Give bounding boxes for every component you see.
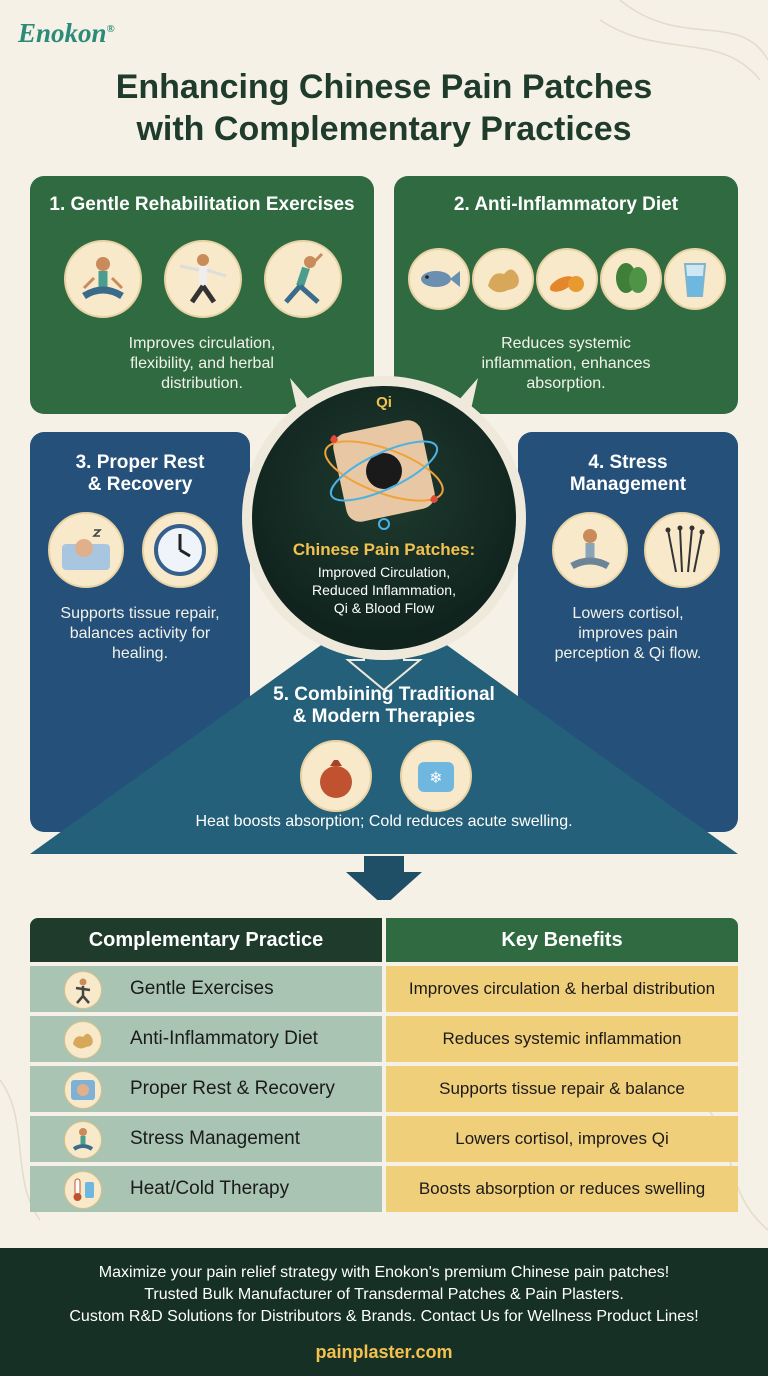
table-row: Gentle Exercises Improves circulation & … — [30, 966, 738, 1012]
benefit-label: Improves circulation & herbal distributi… — [386, 966, 738, 1012]
panel-anti-inflammatory-diet: 2. Anti-Inflammatory Diet Reduces system… — [394, 176, 738, 414]
footer-line: Maximize your pain relief strategy with … — [98, 1264, 670, 1281]
benefit-label: Reduces systemic inflammation — [386, 1016, 738, 1062]
panel-description: Improves circulation,flexibility, and he… — [128, 335, 276, 392]
page-title: Enhancing Chinese Pain Patches with Comp… — [115, 68, 653, 148]
table-row: Anti-Inflammatory Diet Reduces systemic … — [30, 1016, 738, 1062]
fish-icon — [408, 248, 470, 310]
brand-logo: Enokon® — [18, 18, 115, 48]
water-glass-icon — [664, 248, 726, 310]
spinach-icon — [600, 248, 662, 310]
benefit-label: Lowers cortisol, improves Qi — [386, 1116, 738, 1162]
benefits-table: Complementary Practice Key Benefits Gent… — [30, 918, 738, 1216]
tai-chi-icon — [164, 240, 242, 318]
table-row: Stress Management Lowers cortisol, impro… — [30, 1116, 738, 1162]
turmeric-icon — [536, 248, 598, 310]
panel-description: Supports tissue repair,balances activity… — [60, 605, 220, 662]
panel-title: 3. Proper Rest& Recovery — [75, 452, 205, 495]
benefit-label: Supports tissue repair & balance — [386, 1066, 738, 1112]
ginger-icon — [64, 1021, 102, 1059]
thermometer-icon — [64, 1171, 102, 1209]
hub-title: Chinese Pain Patches: — [292, 540, 476, 559]
panel-combining-therapies-shape — [30, 600, 738, 854]
benefit-label: Boosts absorption or reduces swelling — [386, 1166, 738, 1212]
panel-title: 2. Anti-Inflammatory Diet — [453, 194, 679, 215]
practice-label: Anti-Inflammatory Diet — [130, 1028, 318, 1049]
stretching-icon — [264, 240, 342, 318]
panel-combining-therapies-title: 5. Combining Traditional& Modern Therapi… — [273, 684, 495, 727]
practice-label: Gentle Exercises — [130, 978, 274, 999]
practice-label: Heat/Cold Therapy — [130, 1178, 290, 1199]
footer-line: Trusted Bulk Manufacturer of Transdermal… — [144, 1286, 624, 1303]
herbal-heat-compress-icon — [300, 740, 372, 812]
hub-line: Qi & Blood Flow — [333, 600, 435, 616]
ginger-icon — [472, 248, 534, 310]
hub-line: Reduced Inflammation, — [312, 582, 456, 598]
sleeping-person-icon — [48, 512, 124, 588]
meditation-icon — [552, 512, 628, 588]
panel-title: 1. Gentle Rehabilitation Exercises — [49, 194, 355, 215]
svg-text:❄: ❄ — [429, 770, 442, 787]
sleeping-person-icon — [64, 1071, 102, 1109]
table-row: Heat/Cold Therapy Boosts absorption or r… — [30, 1166, 738, 1212]
panel-combining-therapies-description: Heat boosts absorption; Cold reduces acu… — [195, 813, 573, 830]
meditation-icon — [64, 1121, 102, 1159]
acupuncture-needles-icon — [644, 512, 720, 588]
hub-line: Improved Circulation, — [317, 564, 451, 580]
cold-pack-icon: ❄ — [400, 740, 472, 812]
hub-chinese-pain-patches: Qi Chinese Pain Patches: Improved Circul… — [234, 368, 534, 668]
footer-line: Custom R&D Solutions for Distributors & … — [69, 1308, 699, 1325]
footer-website-link[interactable]: painplaster.com — [315, 1342, 453, 1362]
table-row: Proper Rest & Recovery Supports tissue r… — [30, 1066, 738, 1112]
table-header-practice: Complementary Practice — [30, 918, 382, 962]
practice-label: Stress Management — [130, 1128, 301, 1149]
panel-rehab-exercises: 1. Gentle Rehabilitation Exercises Impro… — [30, 176, 374, 414]
practice-label: Proper Rest & Recovery — [130, 1078, 335, 1099]
footer: Maximize your pain relief strategy with … — [0, 1248, 768, 1376]
tai-chi-icon — [64, 971, 102, 1009]
pain-patch-icon — [324, 420, 444, 530]
clock-icon — [142, 512, 218, 588]
table-header-benefits: Key Benefits — [386, 918, 738, 962]
meditation-icon — [64, 240, 142, 318]
qi-label: Qi — [376, 394, 392, 411]
